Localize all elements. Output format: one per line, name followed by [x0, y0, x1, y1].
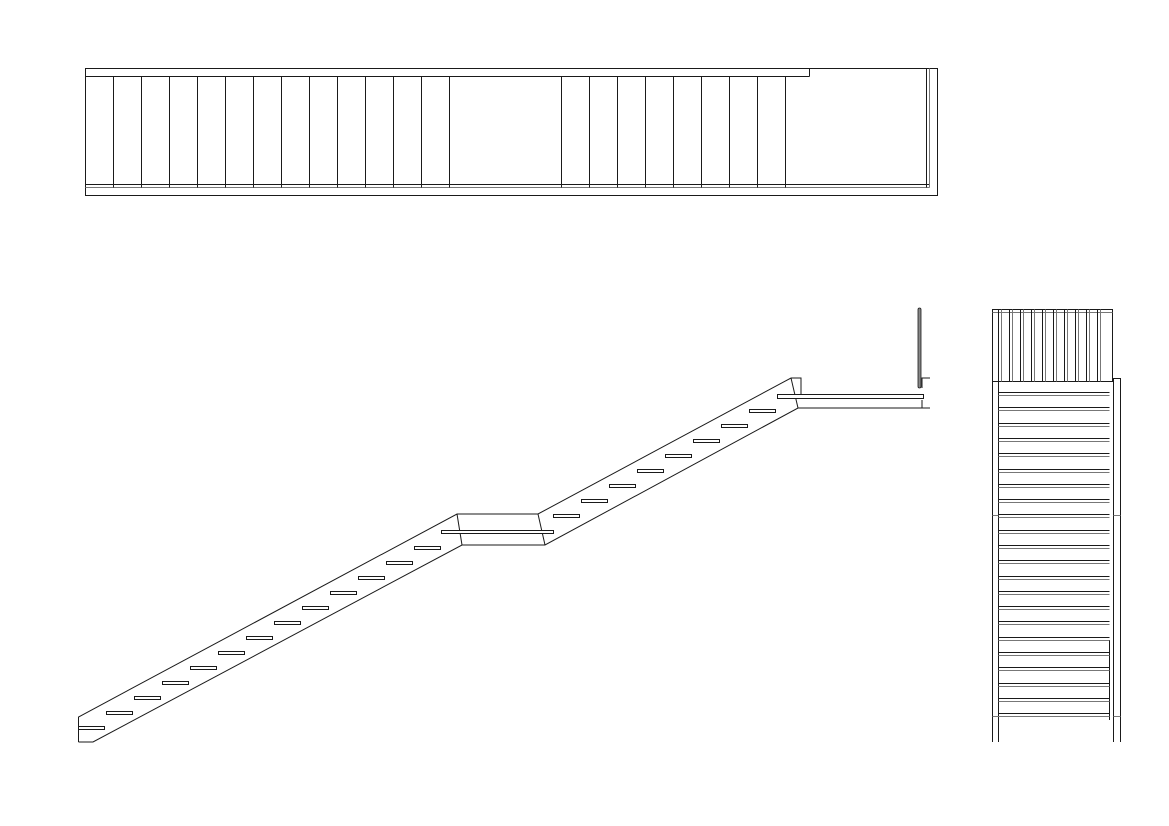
tread	[414, 546, 441, 550]
tread	[246, 636, 273, 640]
tread	[162, 681, 189, 685]
stair-front-view	[992, 309, 1121, 742]
tread	[330, 591, 357, 595]
tread	[553, 514, 580, 518]
stringer-top-edge	[78, 377, 802, 742]
tread	[358, 576, 385, 580]
post-bracket-bottom	[921, 400, 930, 409]
tread	[637, 469, 664, 473]
tread	[581, 499, 608, 503]
stringer-bottom-edge	[78, 407, 928, 743]
landing-joint-left	[456, 513, 463, 546]
front-railing-panel	[992, 309, 1113, 382]
tread	[274, 621, 301, 625]
tread	[78, 726, 105, 730]
tread	[106, 711, 133, 715]
tread	[134, 696, 161, 700]
post-bracket-top	[921, 377, 930, 388]
tread	[749, 409, 776, 413]
top-railing-post	[917, 307, 922, 389]
tread	[302, 606, 329, 610]
railing-elevation-view	[85, 68, 938, 196]
tread	[609, 484, 636, 488]
mid-landing-deck	[441, 530, 554, 534]
tread	[721, 424, 748, 428]
tread	[665, 454, 692, 458]
landing-joint-right	[537, 513, 546, 546]
railing-outline	[85, 68, 938, 196]
tread	[218, 651, 245, 655]
stair-side-view	[78, 307, 930, 743]
top-landing-deck	[777, 394, 924, 399]
tread	[386, 561, 413, 565]
tread	[693, 439, 720, 443]
tread	[190, 666, 217, 670]
top-landing-joint	[790, 377, 799, 409]
